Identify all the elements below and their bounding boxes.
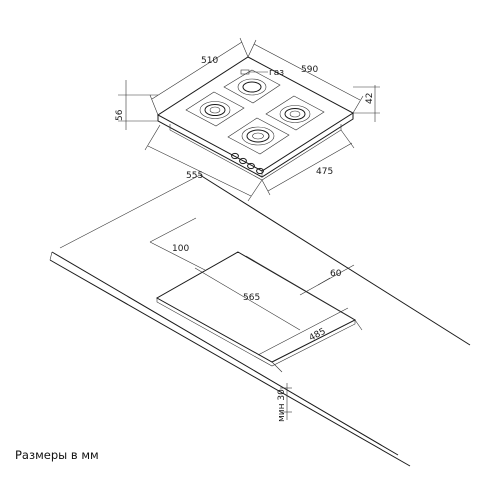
dim-cutout-depth: 485 [308,327,328,344]
burner-front [227,117,290,155]
burner-left [185,91,245,127]
dim-depth-top: 590 [301,65,318,75]
dim-height-left: 56 [115,109,125,121]
hob-top-surface [157,56,354,172]
control-knobs [231,152,264,175]
gas-label: газ [269,68,284,78]
burner-right [265,95,325,131]
gas-connector [240,69,250,75]
cutout-drawing: 100 60 565 485 мин 30 [49,174,471,467]
units-caption: Размеры в мм [15,448,99,462]
dim-side-offset: 60 [330,269,342,279]
hob-drawing: газ 510 590 42 56 555 475 [115,37,380,202]
dim-width-top: 510 [201,56,218,66]
dim-width-bottom: 555 [186,171,203,181]
dim-depth-bottom: 475 [316,167,333,177]
cutout-opening [155,251,357,363]
dim-min-thickness: мин 30 [277,389,287,422]
dim-height-right: 42 [365,93,375,104]
burner-back [223,69,281,104]
dim-cutout-width: 565 [243,293,260,303]
dim-back-offset: 100 [172,244,189,254]
